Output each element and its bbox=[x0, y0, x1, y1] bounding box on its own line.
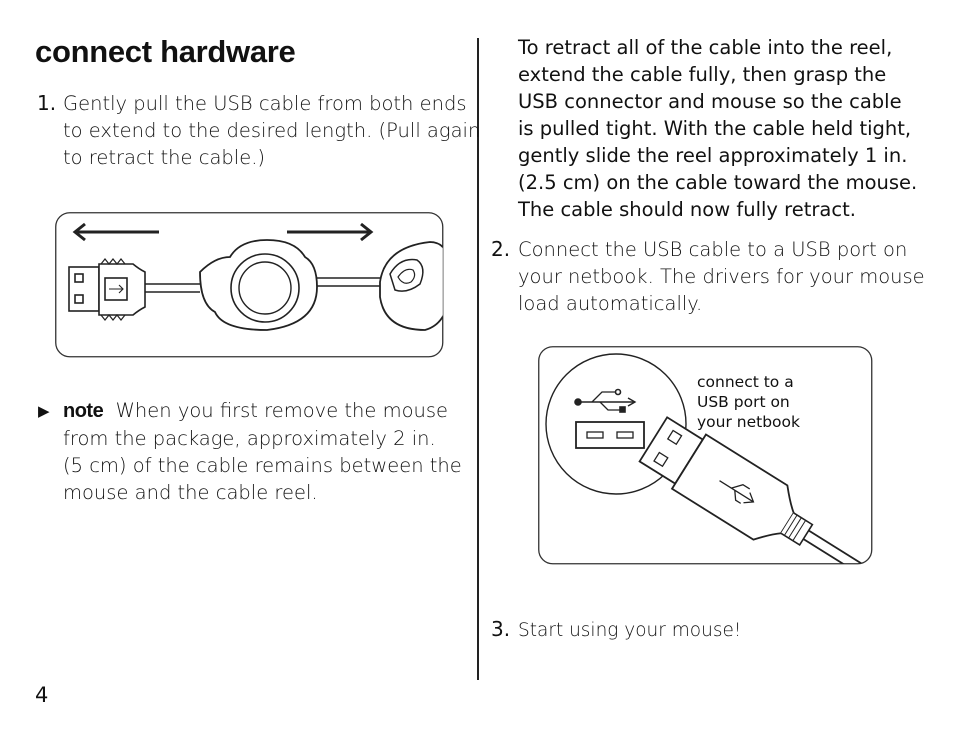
caption-line: USB port on bbox=[697, 393, 790, 411]
step-1-text: Gently pull the USB cable from both ends… bbox=[63, 90, 480, 171]
retract-line: gently slide the reel approximately 1 in… bbox=[518, 144, 908, 167]
usb-plug-icon bbox=[68, 258, 200, 321]
arrow-right-icon bbox=[287, 222, 374, 242]
usb-trident-icon bbox=[574, 388, 637, 413]
step-1-number: 1. bbox=[37, 91, 57, 115]
step-2-line: load automatically. bbox=[518, 292, 703, 315]
note-line: When you first remove the mouse bbox=[115, 399, 449, 422]
page-number: 4 bbox=[35, 683, 49, 707]
arrow-left-icon bbox=[72, 222, 159, 242]
step-1-line: Gently pull the USB cable from both ends bbox=[63, 92, 467, 115]
step-2-line: Connect the USB cable to a USB port on bbox=[518, 238, 908, 261]
caption-line: your netbook bbox=[697, 413, 800, 431]
retract-line: USB connector and mouse so the cable bbox=[518, 90, 902, 113]
note-line: (5 cm) of the cable remains between the bbox=[63, 454, 462, 477]
retract-line: extend the cable fully, then grasp the bbox=[518, 63, 887, 86]
retract-line: The cable should now fully retract. bbox=[518, 198, 856, 221]
usb-port-illustration bbox=[538, 346, 873, 565]
step-3-text: Start using your mouse! bbox=[518, 620, 742, 641]
mouse-icon bbox=[379, 241, 443, 331]
note-line: mouse and the cable reel. bbox=[63, 481, 318, 504]
caption-line: connect to a bbox=[697, 373, 794, 391]
step-2-text: Connect the USB cable to a USB port on y… bbox=[518, 236, 925, 317]
note-label: note bbox=[63, 400, 104, 422]
usb-port-icon bbox=[575, 421, 645, 449]
note-line: from the package, approximately 2 in. bbox=[63, 427, 436, 450]
cable-reel-icon bbox=[199, 239, 395, 331]
step-2-number: 2. bbox=[491, 237, 511, 261]
page-title: connect hardware bbox=[35, 34, 296, 69]
retractable-cable-illustration bbox=[55, 212, 444, 358]
column-divider bbox=[477, 38, 479, 680]
step-3-number: 3. bbox=[491, 617, 511, 641]
step-1-line: to extend to the desired length. (Pull a… bbox=[63, 119, 481, 142]
step-1-line: to retract the cable.) bbox=[63, 146, 266, 169]
note-text: note When you first remove the mouse fro… bbox=[63, 397, 462, 506]
retract-instructions: To retract all of the cable into the ree… bbox=[518, 34, 917, 223]
usb-port-caption: connect to a USB port on your netbook bbox=[697, 372, 827, 432]
retract-line: (2.5 cm) on the cable toward the mouse. bbox=[518, 171, 918, 194]
step-2-line: your netbook. The drivers for your mouse bbox=[518, 265, 925, 288]
retract-line: is pulled tight. With the cable held tig… bbox=[518, 117, 912, 140]
retract-line: To retract all of the cable into the ree… bbox=[518, 36, 893, 59]
triangle-right-icon: ▶ bbox=[38, 402, 50, 420]
usb-plug-icon bbox=[638, 416, 867, 564]
